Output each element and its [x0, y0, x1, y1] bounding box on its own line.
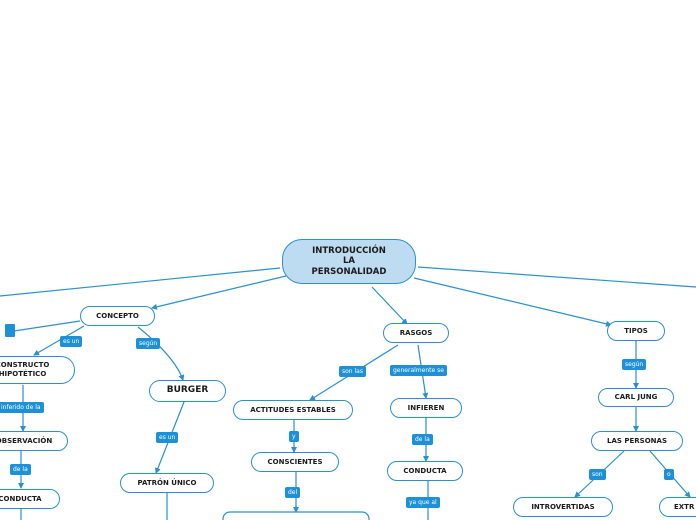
- link-concepto-burger: [137, 326, 185, 381]
- link-root-tipos: [413, 277, 612, 327]
- tag-o: o: [664, 469, 674, 480]
- tag-segun: según: [136, 338, 161, 349]
- node-carl-jung[interactable]: CARL JUNG: [598, 388, 674, 407]
- link-root-rasgos: [371, 286, 408, 325]
- node-observacion[interactable]: OBSERVACIÓN: [0, 431, 68, 451]
- tag-generalmente-se: generalmente se: [390, 365, 447, 376]
- node-concepto[interactable]: CONCEPTO: [80, 306, 155, 326]
- partial-node-left: [5, 324, 15, 337]
- link-concepto-left: [13, 320, 81, 332]
- link-root-right: [417, 266, 696, 288]
- node-constructo[interactable]: CONSTRUCTO HIPOTÉTICO: [0, 356, 75, 384]
- node-rasgos[interactable]: RASGOS: [383, 323, 449, 343]
- node-infieren[interactable]: INFIEREN: [390, 398, 462, 418]
- root-topic[interactable]: INTRODUCCIÓN LA PERSONALIDAD: [282, 239, 416, 284]
- node-extrovertidas[interactable]: EXTR: [659, 497, 696, 517]
- node-las-personas[interactable]: LAS PERSONAS: [591, 431, 683, 451]
- node-conducta-left[interactable]: CONDUCTA: [0, 489, 60, 509]
- tag-es-un: es un: [60, 336, 83, 347]
- node-introvertidas[interactable]: INTROVERTIDAS: [513, 497, 613, 517]
- tag-son-las: son las: [339, 366, 366, 377]
- node-patron-unico[interactable]: PATRÓN ÚNICO: [120, 473, 214, 493]
- tag-inferido-de-la: inferido de la: [0, 402, 44, 413]
- tag-de-la: de la: [10, 464, 31, 475]
- tag-segun-2: según: [622, 359, 647, 370]
- node-conducta-mid[interactable]: CONDUCTA: [387, 461, 463, 481]
- node-actitudes-estables[interactable]: ACTITUDES ESTABLES: [233, 400, 353, 420]
- tag-ya-que-al: ya que al: [406, 497, 440, 508]
- tag-es-un-2: es un: [156, 432, 179, 443]
- node-tipos[interactable]: TIPOS: [607, 321, 665, 341]
- link-concepto-constructo: [33, 325, 85, 356]
- link-root-left: [0, 267, 281, 297]
- tag-y: y: [289, 431, 299, 442]
- partial-node-bottom: [222, 511, 370, 520]
- tag-son: son: [589, 469, 606, 480]
- node-burger[interactable]: BURGER: [149, 380, 226, 402]
- link-root-concepto: [151, 275, 287, 310]
- node-conscientes[interactable]: CONSCIENTES: [251, 452, 339, 472]
- tag-del: del: [285, 487, 301, 498]
- tag-de-la-2: de la: [412, 434, 433, 445]
